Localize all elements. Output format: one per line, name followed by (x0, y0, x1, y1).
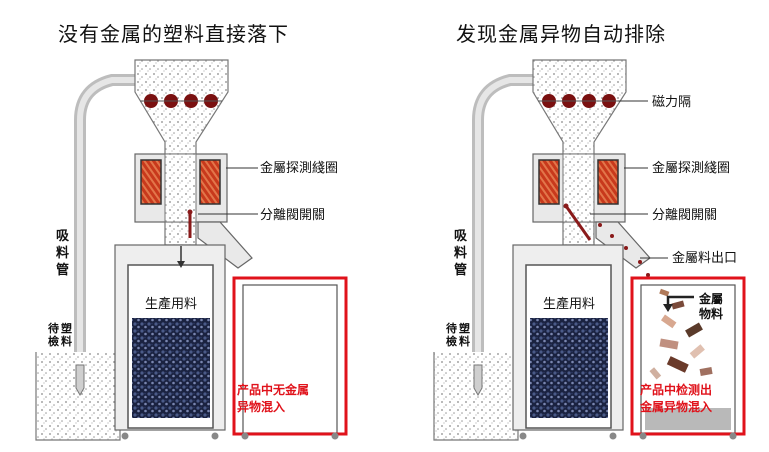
right-valve (564, 205, 592, 241)
left-result-line1: 产品中无金属 (237, 382, 309, 397)
right-label-suction-tube: 吸料管 (454, 229, 468, 278)
right-coil-2 (597, 159, 619, 205)
left-label-plastic: 待檢塑料 (47, 321, 72, 348)
right-result-line1: 产品中检测出 (640, 382, 712, 397)
left-panel-title: 没有金属的塑料直接落下 (58, 22, 289, 46)
right-label-metal-outlet: 金屬料出口 (672, 250, 737, 266)
right-label-metal-material: 金屬物料 (698, 291, 723, 321)
right-label-output: 生產用料 (543, 296, 595, 312)
left-label-output: 生產用料 (145, 296, 197, 312)
left-coil-1 (140, 159, 162, 205)
right-panel-title: 发现金属异物自动排除 (456, 22, 666, 46)
left-highlight-box (232, 276, 348, 436)
right-coil-1 (538, 159, 560, 205)
left-granule-pile (132, 318, 210, 418)
right-highlight-box (630, 276, 746, 436)
right-label-valve: 分離閥開關 (652, 208, 717, 223)
left-label-suction-tube: 吸料管 (56, 229, 70, 278)
left-label-coil: 金屬探測綫圈 (260, 160, 338, 176)
left-machine (35, 59, 348, 441)
right-machine (433, 59, 746, 441)
right-label-magnet: 磁力隔 (652, 95, 691, 110)
right-label-plastic: 待檢塑料 (445, 321, 470, 348)
right-result-line2: 金属异物混入 (639, 399, 712, 414)
left-result-line2: 异物混入 (237, 399, 285, 414)
left-label-valve: 分離閥開關 (260, 208, 325, 223)
metal-pieces (649, 288, 713, 380)
right-granule-pile (530, 318, 608, 418)
right-label-coil: 金屬探測綫圈 (652, 160, 730, 176)
left-coil-2 (199, 159, 221, 205)
